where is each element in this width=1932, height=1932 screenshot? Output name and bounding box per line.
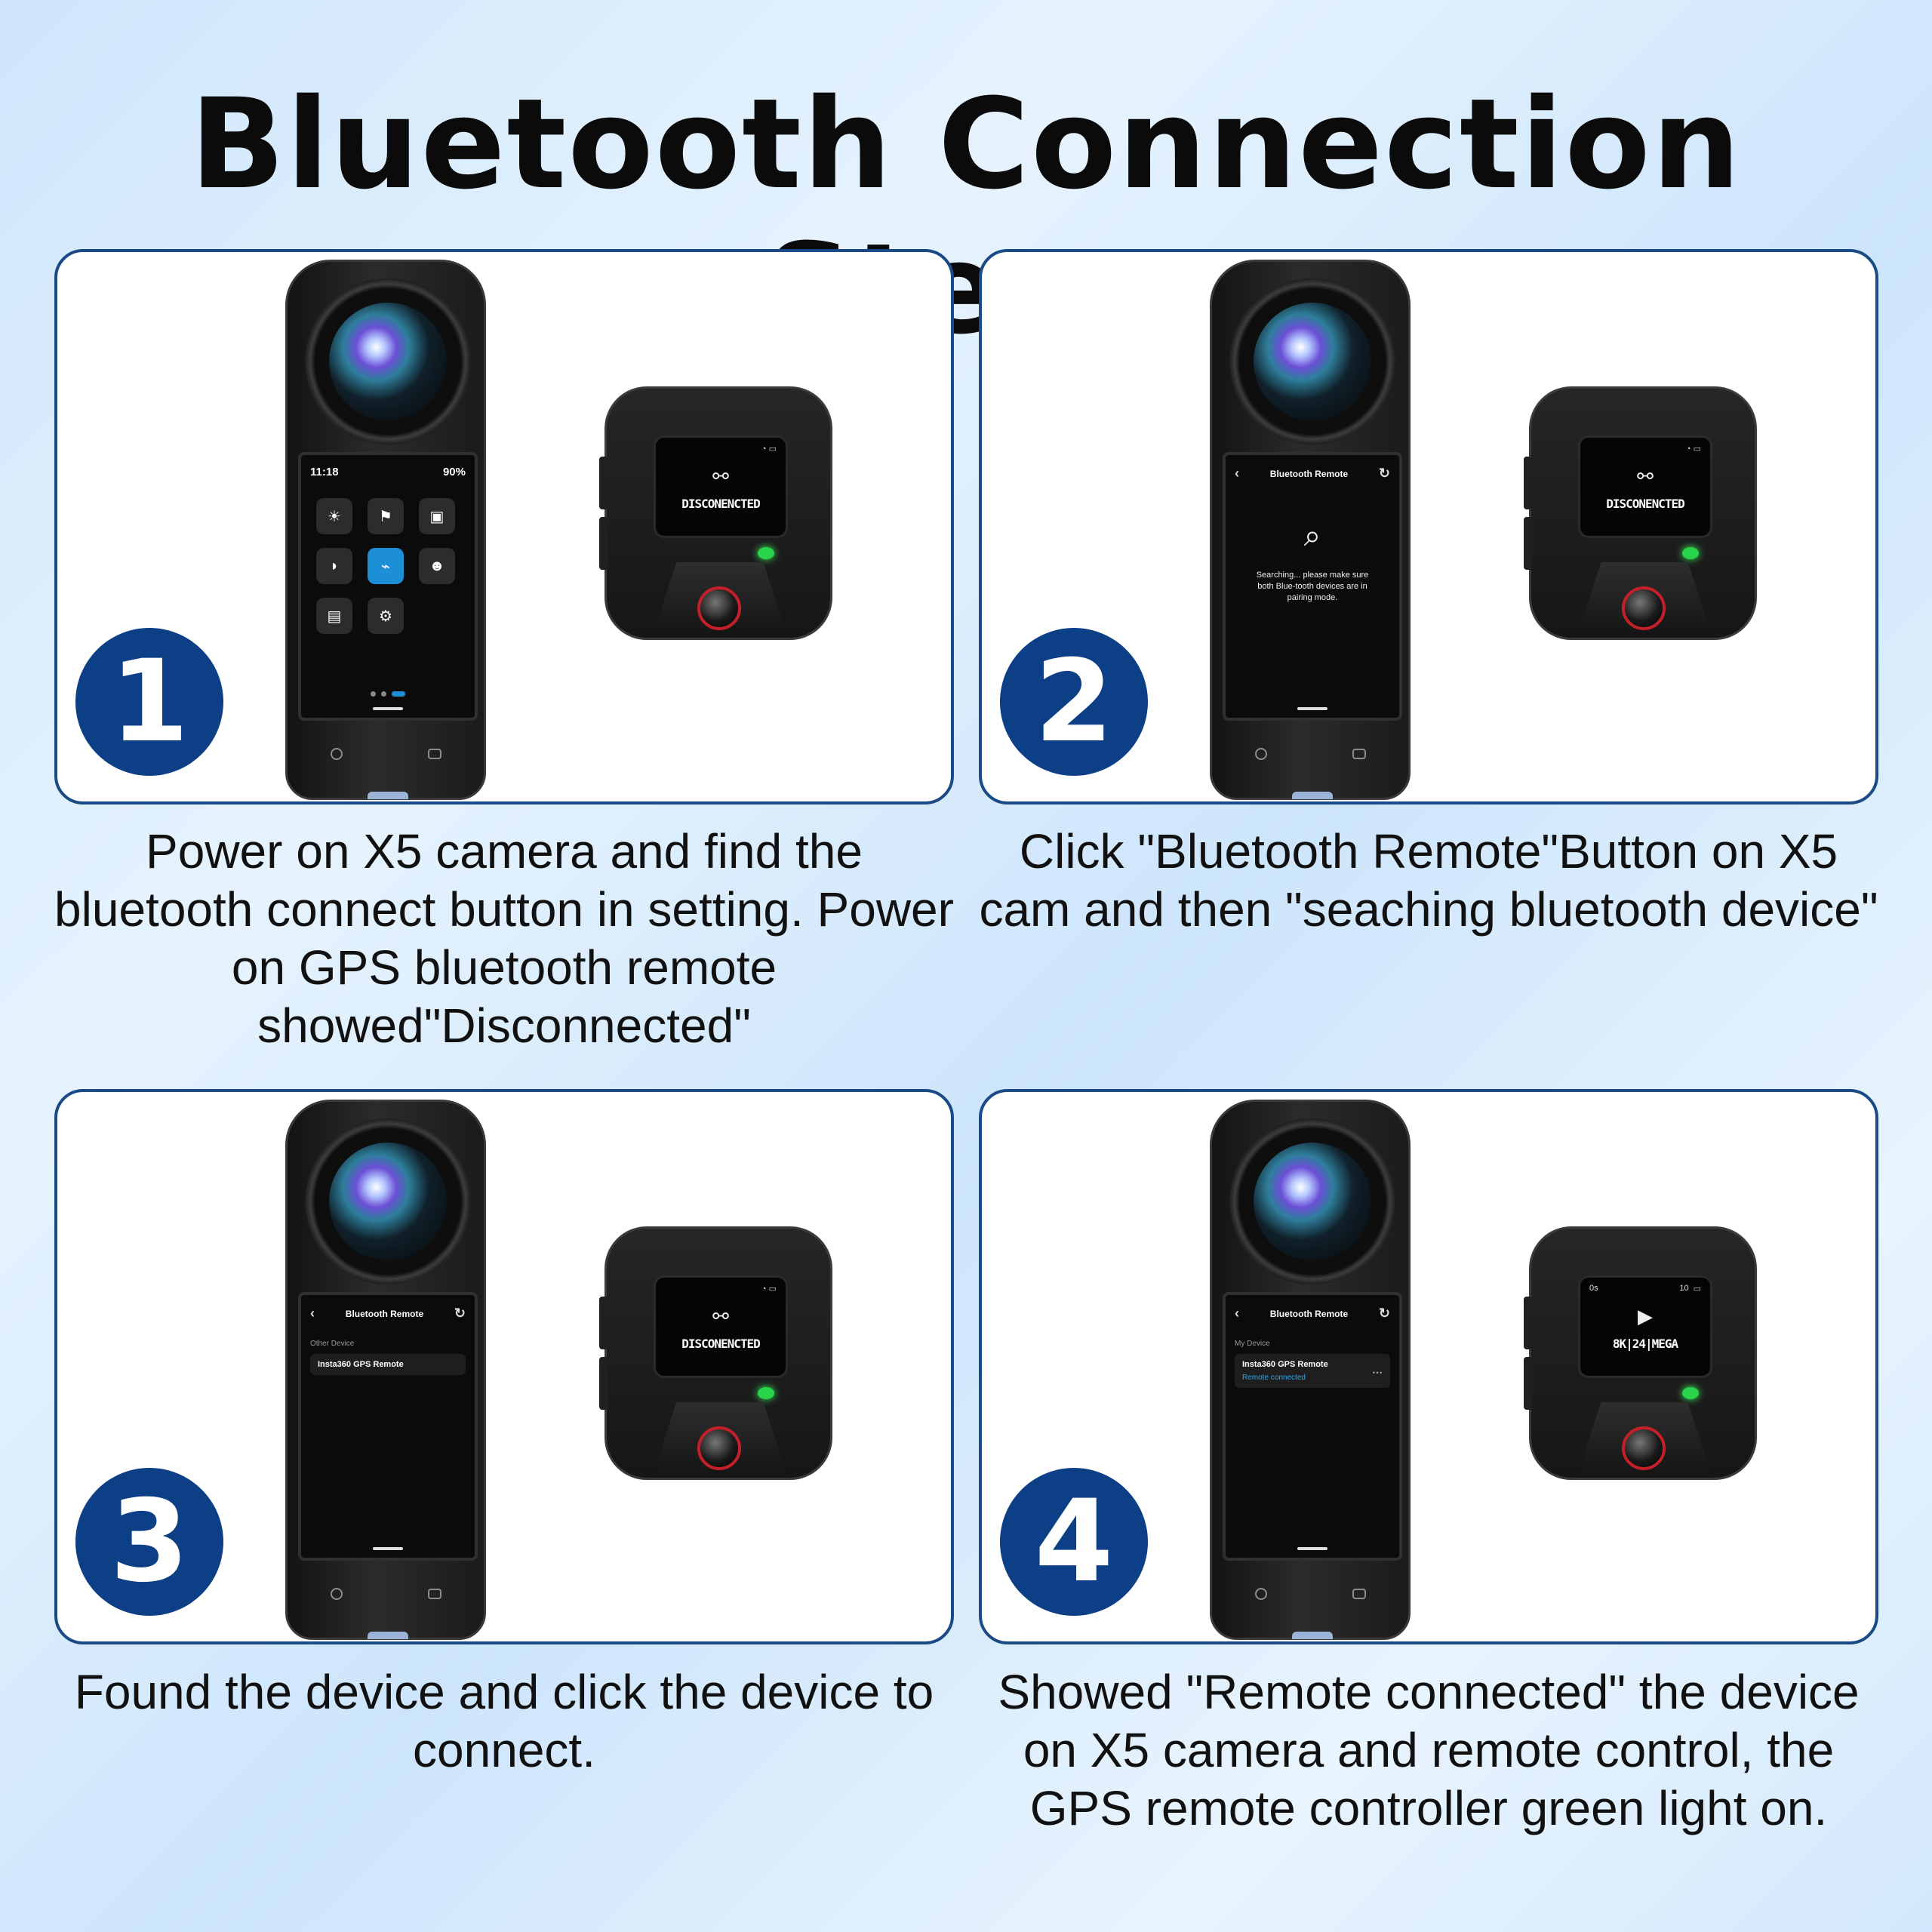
screen-header: Bluetooth Remote [345,1308,424,1319]
device-section-label: My Device [1235,1340,1270,1348]
home-screen: 11:18 90% ☀ ⚑ ▣ ◗ ⌁ ☻ ▤ ⚙ [301,455,475,718]
gps-remote: ◔ ▭ ⚯ DISCONENCTED [599,386,832,640]
x5-camera: 11:18 90% ☀ ⚑ ▣ ◗ ⌁ ☻ ▤ ⚙ [285,260,486,800]
step-number-badge: 4 [1000,1468,1148,1616]
step-3-panel: ‹ Bluetooth Remote ↻ Other Device Insta3… [54,1089,954,1644]
step-number-badge: 2 [1000,628,1148,776]
gps-remote: ◔ ▭ ⚯ DISCONENCTED [599,1226,832,1480]
remote-screen: ◔ ▭ ⚯ DISCONENCTED [654,1275,788,1378]
camera-mode-button[interactable] [427,749,441,759]
refresh-icon[interactable]: ↻ [1378,466,1390,481]
device-name: Insta360 GPS Remote [318,1360,404,1369]
step-2-caption: Click "Bluetooth Remote"Button on X5 cam… [979,824,1878,937]
remote-screen: 0s 10 ▭ ▶ 8K|24|MEGA [1578,1275,1712,1378]
remote-battery-icon: ◔ ▭ [761,1284,777,1294]
camera-home-button[interactable] [330,1588,343,1600]
remote-led [1682,1387,1699,1399]
remote-shutter-button[interactable] [697,586,741,630]
step-2-panel: ‹ Bluetooth Remote ↻ ⌕ Searching... plea… [979,249,1878,804]
remote-led [1682,547,1699,559]
x5-camera: ‹ Bluetooth Remote ↻ ⌕ Searching... plea… [1210,260,1411,800]
refresh-icon[interactable]: ↻ [1378,1306,1390,1321]
remote-status-text: DISCONENCTED [681,1337,761,1351]
lock-icon[interactable]: ▣ [419,498,455,534]
bluetooth-remote-screen: ‹ Bluetooth Remote ↻ My Device Insta360 … [1226,1295,1399,1558]
camera-home-button[interactable] [1254,748,1267,760]
screen-battery: 90% [442,466,466,478]
remote-led [758,547,774,559]
device-list-item[interactable]: Insta360 GPS Remote Remote connected ⋯ [1235,1354,1390,1388]
remote-led [758,1387,774,1399]
camera-lens [305,278,471,445]
remote-screen: ◔ ▭ ⚯ DISCONENCTED [1578,435,1712,538]
camera-lens [1229,1118,1395,1284]
device-list-item[interactable]: Insta360 GPS Remote [310,1354,466,1375]
screen-time: 11:18 [310,466,339,478]
bluetooth-remote-icon[interactable]: ⌁ [368,548,404,584]
remote-shutter-button[interactable] [1622,1426,1666,1470]
more-options-icon[interactable]: ⋯ [1372,1366,1383,1378]
remote-count: 10 [1679,1284,1689,1293]
x5-camera: ‹ Bluetooth Remote ↻ Other Device Insta3… [285,1100,486,1640]
x5-camera: ‹ Bluetooth Remote ↻ My Device Insta360 … [1210,1100,1411,1640]
remote-screen: ◔ ▭ ⚯ DISCONENCTED [654,435,788,538]
camera-screen: ‹ Bluetooth Remote ↻ ⌕ Searching... plea… [1223,452,1402,721]
screen-header: Bluetooth Remote [1269,468,1349,479]
bluetooth-remote-screen: ‹ Bluetooth Remote ↻ Other Device Insta3… [301,1295,475,1558]
back-icon[interactable]: ‹ [310,1306,315,1321]
refresh-icon[interactable]: ↻ [454,1306,466,1321]
camera-screen: ‹ Bluetooth Remote ↻ Other Device Insta3… [298,1292,478,1561]
light-icon[interactable]: ☀ [316,498,352,534]
gps-remote: ◔ ▭ ⚯ DISCONENCTED [1524,386,1757,640]
camera-screen: 11:18 90% ☀ ⚑ ▣ ◗ ⌁ ☻ ▤ ⚙ [298,452,478,721]
step-4-panel: ‹ Bluetooth Remote ↻ My Device Insta360 … [979,1089,1878,1644]
remote-shutter-button[interactable] [1622,586,1666,630]
camera-home-button[interactable] [1254,1588,1267,1600]
timecode-icon[interactable]: ▤ [316,598,352,634]
voice-icon[interactable]: ⚑ [368,498,404,534]
camera-lens [1229,278,1395,445]
unlink-icon: ⚯ [712,465,729,488]
camera-lens [305,1118,471,1284]
back-icon[interactable]: ‹ [1235,1306,1239,1321]
device-name: Insta360 GPS Remote [1242,1360,1328,1369]
video-camera-icon: ▶ [1638,1305,1653,1327]
remote-status-text: DISCONENCTED [1606,497,1685,511]
remote-battery-icon: ▭ [1693,1284,1701,1294]
settings-gear-icon[interactable]: ⚙ [368,598,404,634]
step-4-caption: Showed "Remote connected" the device on … [998,1665,1860,1835]
connection-status: Remote connected [1242,1374,1306,1382]
remote-mode-text: 8K|24|MEGA [1612,1337,1678,1351]
step-number-badge: 1 [75,628,223,776]
step-1-panel: 11:18 90% ☀ ⚑ ▣ ◗ ⌁ ☻ ▤ ⚙ [54,249,954,804]
remote-battery-icon: ◔ ▭ [1685,445,1701,454]
unlink-icon: ⚯ [1637,465,1654,488]
device-section-label: Other Device [310,1340,355,1348]
screen-header: Bluetooth Remote [1269,1308,1349,1319]
camera-mode-button[interactable] [427,1589,441,1599]
step-number-badge: 3 [75,1468,223,1616]
remote-status-text: DISCONENCTED [681,497,761,511]
user-icon[interactable]: ☻ [419,548,455,584]
back-icon[interactable]: ‹ [1235,466,1239,481]
bluetooth-remote-screen: ‹ Bluetooth Remote ↻ ⌕ Searching... plea… [1226,455,1399,718]
unlink-icon: ⚯ [712,1305,729,1327]
search-icon: ⌕ [1303,519,1321,552]
camera-home-button[interactable] [330,748,343,760]
camera-mode-button[interactable] [1352,749,1366,759]
remote-shutter-button[interactable] [697,1426,741,1470]
camera-screen: ‹ Bluetooth Remote ↻ My Device Insta360 … [1223,1292,1402,1561]
step-1-caption: Power on X5 camera and find the bluetoot… [54,824,954,1053]
step-3-caption: Found the device and click the device to… [74,1665,934,1777]
camera-mode-button[interactable] [1352,1589,1366,1599]
gps-remote: 0s 10 ▭ ▶ 8K|24|MEGA [1524,1226,1757,1480]
earbuds-icon[interactable]: ◗ [316,548,352,584]
remote-battery-icon: ◔ ▭ [761,445,777,454]
remote-record-time: 0s [1589,1284,1598,1293]
searching-message: Searching... please make sure both Blue-… [1256,571,1369,602]
